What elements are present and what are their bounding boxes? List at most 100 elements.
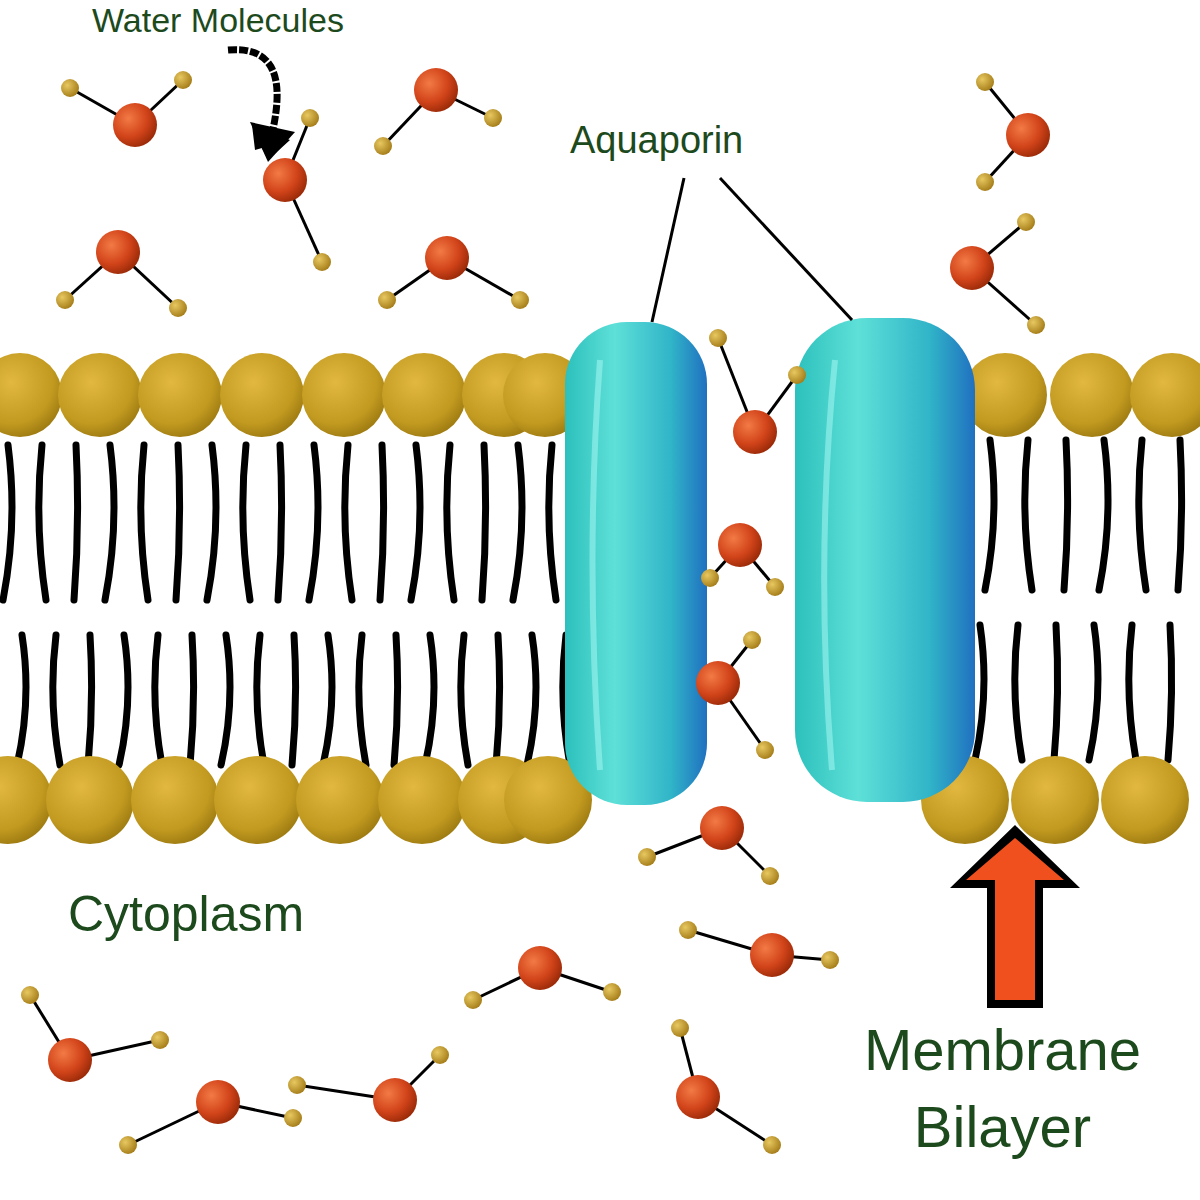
hydrogen-atom [169,299,187,317]
lipid-tail [1025,440,1032,590]
lipid-tail [411,445,420,600]
water-molecule [464,946,621,1009]
lipid-head [1050,353,1134,437]
lipid-tail [1015,625,1022,760]
oxygen-atom [718,523,762,567]
membrane-label: Membrane Bilayer [815,1012,1190,1165]
water-molecule [288,1046,449,1122]
lipid-tail [975,625,984,760]
hydrogen-atom [709,329,727,347]
lipid-tail [221,635,230,765]
water-molecule [709,329,806,454]
lipid-head [131,756,219,844]
lipid-tail [1099,440,1108,590]
water-molecule [679,921,839,977]
lipid-head [382,353,466,437]
hydrogen-atom [313,253,331,271]
hydrogen-atom [431,1046,449,1064]
water-molecule [638,806,779,885]
oxygen-atom [414,68,458,112]
lipid-tail [1064,440,1068,590]
hydrogen-atom [788,366,806,384]
oxygen-atom [263,158,307,202]
water-molecule [976,73,1050,191]
cytoplasm-label: Cytoplasm [68,886,408,944]
hydrogen-atom [756,741,774,759]
lipid-head [46,756,134,844]
lipid-tail [482,445,486,600]
hydrogen-atom [766,578,784,596]
hydrogen-atom [511,291,529,309]
lipid-tail [309,445,318,600]
leader-lines [652,178,852,322]
hydrogen-atom [763,1136,781,1154]
hydrogen-atom [56,291,74,309]
hydrogen-atom [21,986,39,1004]
lipid-tail [345,445,352,600]
water-molecule [61,71,192,147]
water-molecule [950,213,1045,334]
water-molecule [21,986,169,1082]
hydrogen-atom [174,71,192,89]
oxygen-atom [750,933,794,977]
lipid-tail [141,445,148,600]
lipid-tail [88,635,92,765]
hydrogen-atom [1017,213,1035,231]
lipid-tail [447,445,454,600]
lipid-tail [1168,625,1172,760]
oxygen-atom [96,230,140,274]
lipid-head [214,756,302,844]
lipid-tail [1178,440,1182,590]
lipid-head [0,353,62,437]
hydrogen-atom [288,1076,306,1094]
lipid-tail [257,635,264,765]
hydrogen-atom [603,983,621,1001]
hydrogen-atom [151,1031,169,1049]
lipid-head [1011,756,1099,844]
lipid-tail [17,635,26,765]
lipid-tail [119,635,128,765]
lipid-head [220,353,304,437]
hydrogen-atom [1027,316,1045,334]
lipid-tail [394,635,398,765]
lipid-tail [1129,625,1136,760]
hydrogen-atom [821,951,839,969]
lipid-head [58,353,142,437]
oxygen-atom [113,103,157,147]
lipid-head [296,756,384,844]
hydrogen-atom [119,1136,137,1154]
lipid-tail [105,445,114,600]
water-molecules [21,68,1050,1154]
oxygen-atom [425,236,469,280]
hydrogen-atom [976,73,994,91]
lipid-tail [243,445,250,600]
pointer-arrow [228,50,295,162]
lipid-tail [292,635,296,765]
oxygen-atom [676,1075,720,1119]
lipid-head [378,756,466,844]
hydrogen-atom [671,1019,689,1037]
water-molecule [119,1080,302,1154]
oxygen-atom [696,661,740,705]
oxygen-atom [733,410,777,454]
lipid-tail [3,445,12,600]
lipid-tail [380,445,384,600]
lipid-tail [176,445,180,600]
water-label: Water Molecules [92,2,472,39]
water-molecule [374,68,502,155]
lipid-tail [39,445,46,600]
hydrogen-atom [61,79,79,97]
hydrogen-atom [743,631,761,649]
lipid-tail [1054,625,1058,760]
hydrogen-atom [374,137,392,155]
hydrogen-atom [301,109,319,127]
hydrogen-atom [378,291,396,309]
aquaporin-proteins [565,318,975,805]
oxygen-atom [48,1038,92,1082]
lipid-tail [190,635,194,765]
lipid-head [1130,353,1200,437]
lipid-head [963,353,1047,437]
hydrogen-atom [284,1109,302,1127]
lipid-tail [1139,440,1146,590]
